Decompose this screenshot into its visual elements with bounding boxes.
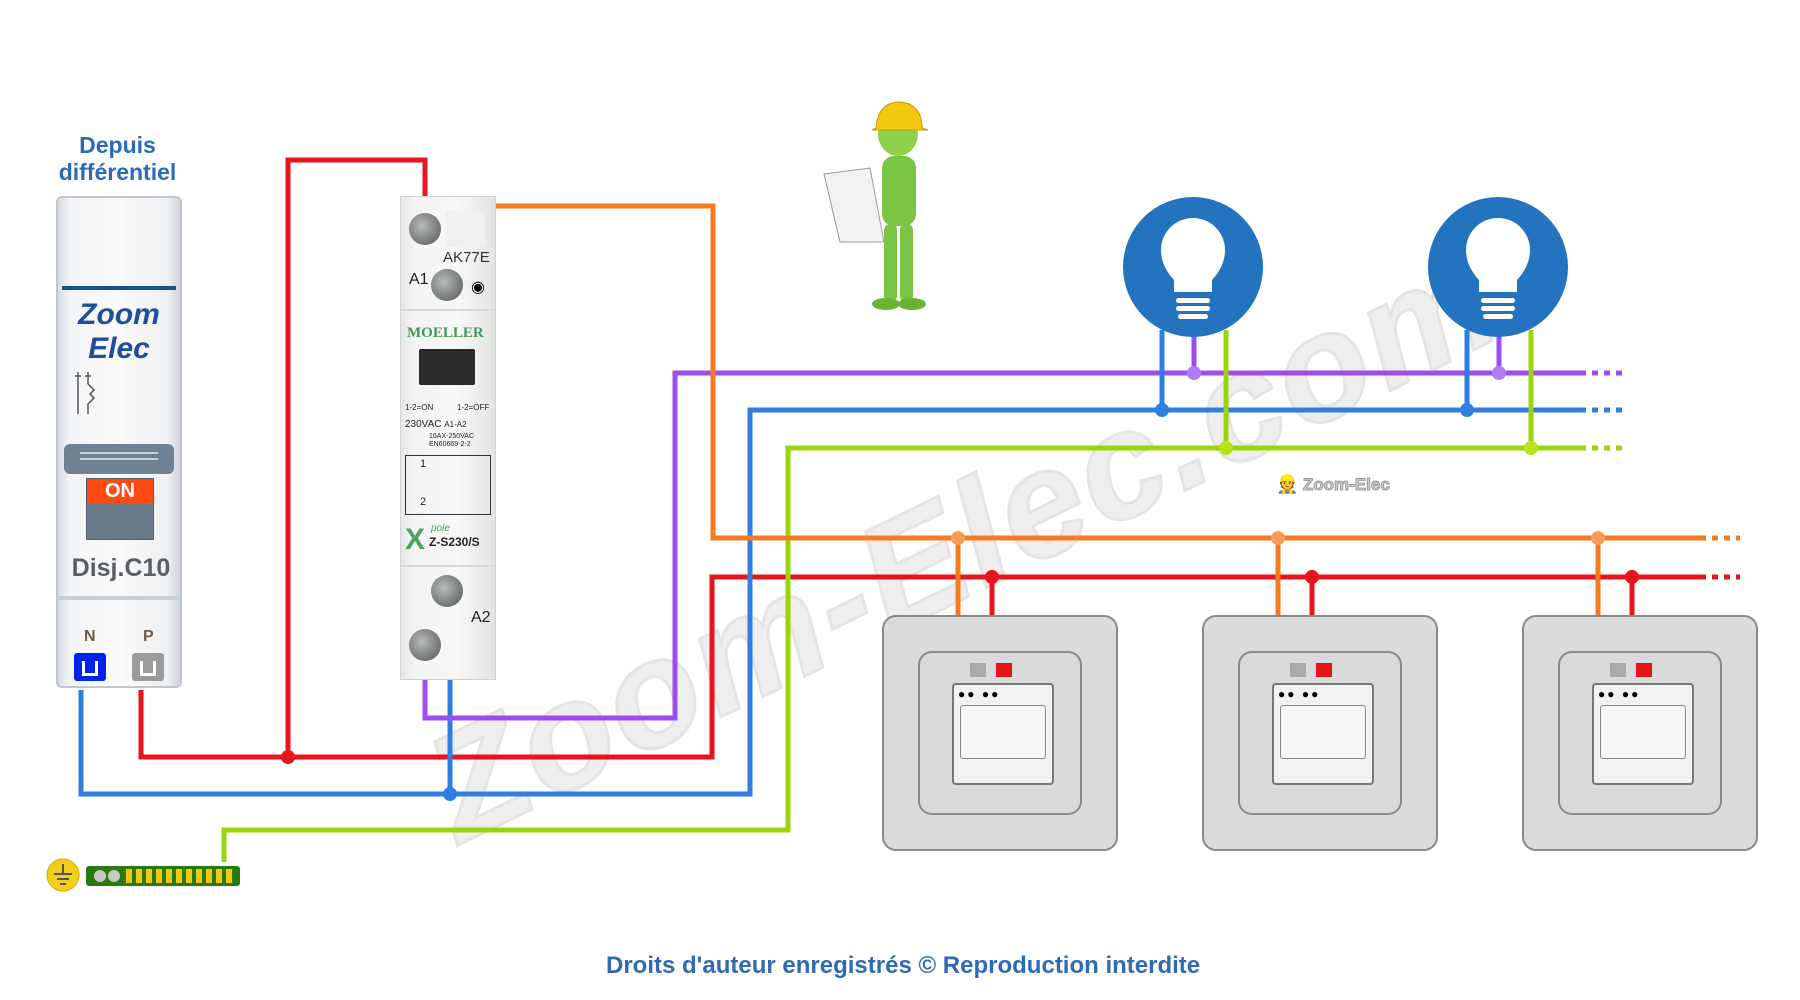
terminal-neutral (74, 653, 106, 681)
terminal-n-label: N (84, 628, 96, 645)
bulb-icon (1161, 218, 1225, 292)
series-script: pole (431, 523, 450, 534)
terminal-clamp-grey (1610, 663, 1626, 677)
relay-screw-top-left (409, 213, 441, 245)
push-button-2[interactable]: ●● ●● (1202, 615, 1438, 851)
contact-rating: 16AX-250VAC (429, 433, 475, 440)
junction-neutral (443, 787, 457, 801)
relay-a2-label: A2 (471, 609, 491, 626)
rating-value: C10 (124, 554, 171, 582)
coil-voltage: 230VAC (405, 419, 442, 430)
push-button-3[interactable]: ●● ●● (1522, 615, 1758, 851)
relay-a1-label: A1 (409, 271, 429, 288)
relay-contact-diagram: 1 2 (405, 455, 491, 515)
switch-mechanism: ●● ●● (1592, 683, 1694, 785)
relay-terminal-slot (445, 211, 485, 247)
relay-push-button[interactable] (419, 349, 475, 385)
bulb-icon (1466, 218, 1530, 292)
relay-brand: MOELLER (407, 325, 484, 341)
junction-phase (281, 750, 295, 764)
rating-prefix: Disj. (71, 554, 125, 582)
terminal-clamp-grey (1290, 663, 1306, 677)
wire-neutral-main (78, 407, 1580, 797)
relay-screw-a2 (431, 575, 463, 607)
earth-terminal-bar (46, 858, 240, 892)
breaker-brand: Zoom Elec (58, 298, 180, 366)
wire-phase-breaker-to-bus (138, 574, 1700, 760)
relay-series-label: X pole Z-S230/S (405, 523, 480, 557)
switch-inner-plate (1558, 651, 1722, 815)
terminal-phase (132, 653, 164, 681)
switch-mechanism: ●● ●● (952, 683, 1054, 785)
relay-coil-voltage: 230VAC A1-A2 (405, 419, 467, 430)
wire-earth-main (221, 445, 1580, 862)
zoom-elec-logo: 👷 Zoom-Elec (1276, 474, 1390, 495)
source-label-line2: différentiel (58, 159, 177, 185)
wire-lamp-return (422, 370, 1580, 721)
relay-divider-top (401, 309, 495, 311)
contact-1: 1 (420, 458, 427, 470)
series-model: Z-S230/S (429, 535, 480, 549)
breaker-rating: Disj.C10 (66, 554, 176, 583)
brand-line2: Elec (88, 332, 150, 365)
logo-text: Zoom-Elec (1302, 475, 1390, 495)
breaker-stripe (62, 286, 176, 290)
lamp-1 (1123, 197, 1263, 337)
breaker-divider (58, 596, 180, 600)
relay-divider-bottom (401, 565, 495, 567)
terminal-clamp-grey (970, 663, 986, 677)
breaker-toggle-handle[interactable] (64, 444, 174, 474)
relay-model-code: AK77E (443, 249, 490, 266)
terminal-clamp-red (996, 663, 1012, 677)
relay-label-off: 1-2=OFF (457, 403, 490, 412)
impulse-relay: AK77E A1 ◉ MOELLER 1-2=ON 1-2=OFF 230VAC… (400, 196, 496, 680)
series-letter: X (405, 523, 426, 556)
terminal-clamp-red (1316, 663, 1332, 677)
breaker-symbol-icon (75, 372, 96, 414)
push-button-1[interactable]: ●● ●● (882, 615, 1118, 851)
source-label-line1: Depuis (79, 132, 156, 158)
relay-label-on: 1-2=ON (405, 403, 434, 412)
worker-figure-icon (823, 101, 929, 310)
copyright-notice: Droits d'auteur enregistrés © Reproducti… (606, 952, 1201, 979)
breaker-switch-window: ON (86, 478, 154, 540)
terminal-p-label: P (143, 628, 154, 645)
relay-screw-bottom-left (409, 629, 441, 661)
lamp-2 (1428, 197, 1568, 337)
relay-screw-a1 (431, 269, 463, 301)
relay-standard: EN60669-2-2 (429, 441, 471, 448)
terminal-clamp-red (1636, 663, 1652, 677)
contact-2: 2 (420, 496, 427, 508)
circuit-breaker: Zoom Elec ON Disj.C10 N P (56, 196, 182, 688)
breaker-on-label: ON (87, 479, 153, 503)
eye-icon: ◉ (471, 279, 485, 296)
brand-line1: Zoom (78, 298, 160, 331)
source-label: Depuis différentiel (40, 132, 195, 186)
relay-ratings: 16AX-250VAC EN60669-2-2 (429, 433, 474, 449)
switch-mechanism: ●● ●● (1272, 683, 1374, 785)
coil-terminals: A1-A2 (444, 420, 467, 429)
wire-phase-to-relay (285, 157, 428, 757)
